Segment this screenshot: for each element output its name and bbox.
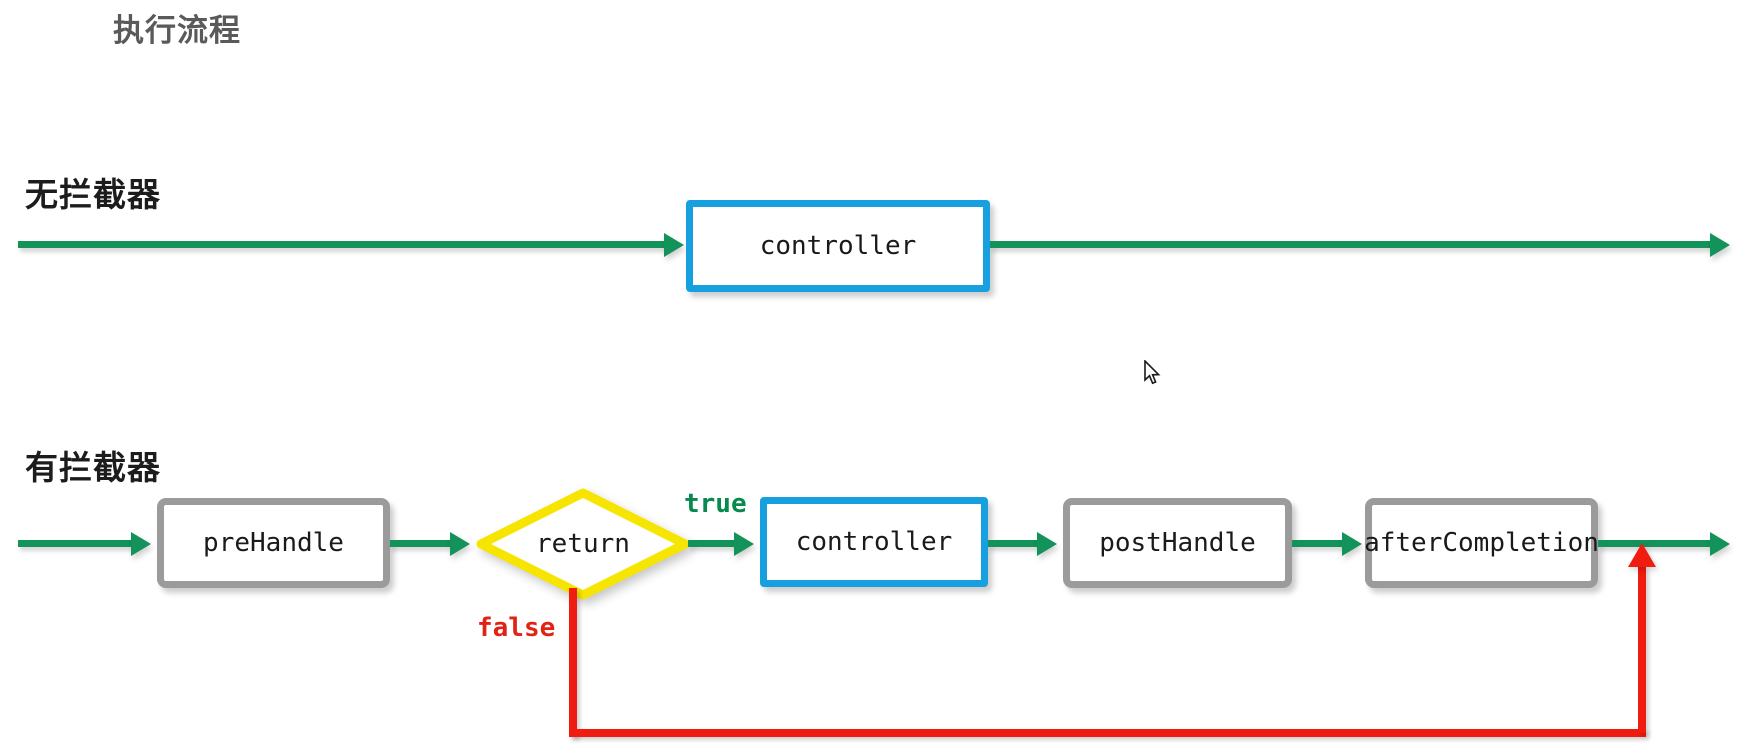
arrow-right-icon — [1710, 532, 1730, 556]
flow-line-top-right — [990, 241, 1712, 248]
node-controller-bottom[interactable]: controller — [760, 497, 988, 587]
node-after-completion[interactable]: afterCompletion — [1364, 498, 1599, 588]
edge-label-true: true — [684, 489, 747, 519]
arrow-right-icon — [1037, 532, 1057, 556]
node-decision-return[interactable]: return — [475, 487, 691, 601]
section-label-no-interceptor: 无拦截器 — [25, 176, 161, 213]
node-label: postHandle — [1099, 528, 1256, 558]
arrow-right-icon — [1342, 532, 1362, 556]
section-label-with-interceptor: 有拦截器 — [25, 449, 161, 486]
flow-line-top-left — [18, 241, 666, 248]
flow-line-posthandle-to-aftercompletion — [1292, 540, 1344, 547]
node-post-handle[interactable]: postHandle — [1063, 498, 1292, 588]
node-label: controller — [759, 231, 917, 261]
arrow-right-icon — [1710, 233, 1730, 257]
flow-line-prehandle-to-decision — [390, 540, 452, 547]
page-title: 执行流程 — [113, 13, 241, 48]
mouse-pointer-icon — [1144, 359, 1164, 393]
false-branch-line-return-vertical — [1638, 566, 1646, 733]
arrow-up-icon — [1628, 543, 1656, 567]
false-branch-line-horizontal — [569, 729, 1646, 737]
node-label: controller — [795, 527, 953, 557]
flow-line-entry — [18, 540, 133, 547]
node-label: return — [536, 529, 630, 559]
flow-line-true-branch — [688, 540, 736, 547]
arrow-right-icon — [131, 532, 151, 556]
arrow-right-icon — [664, 233, 684, 257]
node-pre-handle[interactable]: preHandle — [157, 498, 390, 588]
edge-label-false: false — [477, 613, 556, 643]
node-label: preHandle — [203, 528, 344, 558]
arrow-right-icon — [450, 532, 470, 556]
node-controller-top[interactable]: controller — [686, 200, 990, 292]
node-label: afterCompletion — [1364, 528, 1599, 558]
diamond-shape-icon — [476, 488, 690, 600]
arrow-right-icon — [734, 532, 754, 556]
false-branch-line-vertical — [569, 588, 577, 737]
flow-line-controller-to-posthandle — [988, 540, 1039, 547]
